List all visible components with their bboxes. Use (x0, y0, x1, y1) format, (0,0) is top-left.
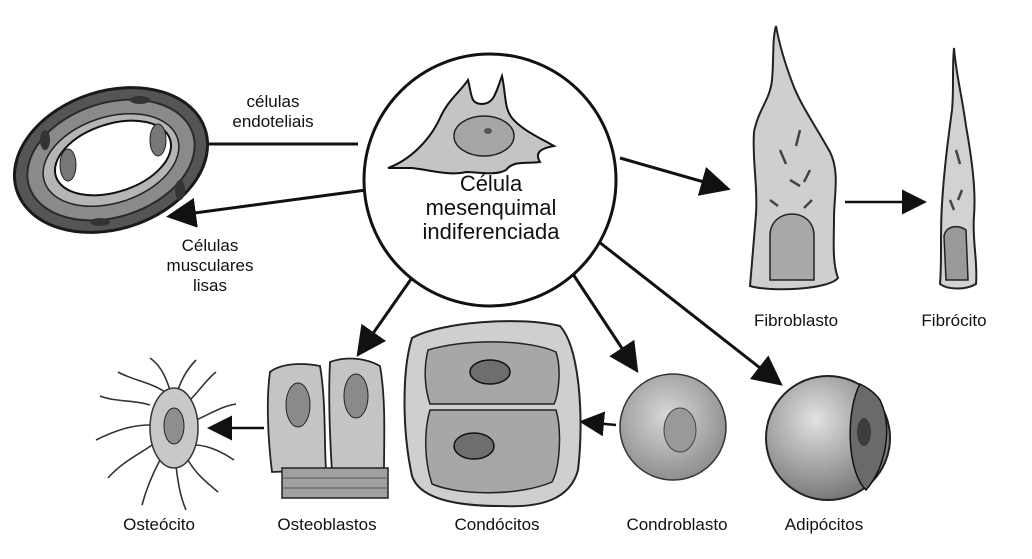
center-label: Célula mesenquimal indiferenciada (420, 172, 562, 244)
fibroblast-cell (750, 26, 838, 289)
arrow-to-smooth-muscle (172, 190, 366, 216)
center-label-line-2: mesenquimal (420, 196, 562, 220)
smooth-muscle-label-line-2: musculares (150, 256, 270, 276)
smooth-muscle-label-line-1: Células (150, 236, 270, 256)
adipocytes-label: Adipócitos (764, 514, 884, 536)
smooth-muscle-label-line-3: lisas (150, 276, 270, 296)
blood-vessel (0, 64, 226, 256)
smooth-muscle-label: Células musculares lisas (150, 236, 270, 296)
arrow-to-osteoblasts (360, 272, 416, 352)
osteoblasts-label: Osteoblastos (262, 514, 392, 536)
chondrocytes-label: Condócitos (432, 514, 562, 536)
arrow-to-chondroblast (565, 262, 635, 368)
fibrocyte-cell (940, 48, 976, 289)
endothelial-label-line-2: endoteliais (218, 112, 328, 132)
osteoblast-cells (268, 359, 388, 498)
osteocyte-label: Osteócito (104, 514, 214, 536)
endothelial-label-line-1: células (218, 92, 328, 112)
adipocyte-cell (766, 376, 890, 500)
arrow-to-fibroblast (620, 158, 725, 188)
osteocyte-cell (96, 358, 236, 510)
fibrocyte-label: Fibrócito (904, 310, 1004, 332)
chondroblast-cell (620, 374, 726, 480)
arrow-chondroblast-to-chondrocytes (584, 422, 616, 425)
center-label-line-1: Célula (420, 172, 562, 196)
chondroblast-label: Condroblasto (612, 514, 742, 536)
fibroblast-label: Fibroblasto (736, 310, 856, 332)
center-label-line-3: indiferenciada (420, 220, 562, 244)
endothelial-label: células endoteliais (218, 92, 328, 132)
chondrocyte-cells (405, 321, 581, 506)
